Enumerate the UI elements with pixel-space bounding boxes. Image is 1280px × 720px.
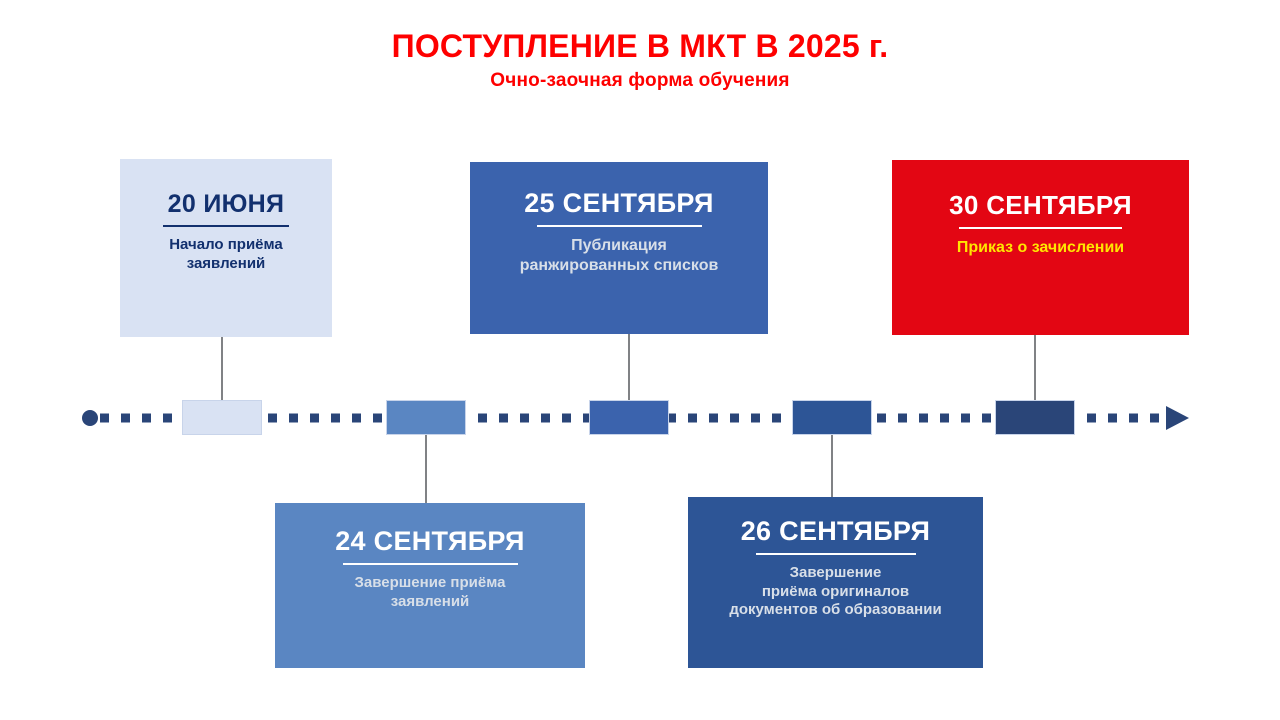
connector-card-5 — [831, 435, 833, 497]
end-arrow-icon — [1166, 406, 1189, 430]
milestone-divider — [755, 553, 916, 556]
page-subtitle: Очно-заочная форма обучения — [490, 69, 790, 91]
milestone-card-24-september[interactable]: 24 СЕНТЯБРЯ Завершение приёма заявлений — [275, 503, 585, 668]
timeline-marker-4[interactable] — [792, 400, 872, 435]
milestone-description: Завершение приёма оригиналов документов … — [729, 564, 942, 618]
milestone-date: 25 СЕНТЯБРЯ — [524, 188, 714, 218]
milestone-card-20-june[interactable]: 20 ИЮНЯ Начало приёма заявлений — [120, 159, 332, 337]
milestone-card-26-september[interactable]: 26 СЕНТЯБРЯ Завершение приёма оригиналов… — [688, 497, 983, 668]
milestone-divider — [342, 563, 518, 566]
connector-card-2 — [628, 334, 630, 402]
timeline-marker-2[interactable] — [386, 400, 466, 435]
milestone-date: 24 СЕНТЯБРЯ — [335, 526, 525, 556]
milestone-divider — [536, 225, 702, 228]
milestone-description: Приказ о зачислении — [956, 239, 1125, 257]
connector-card-1 — [221, 337, 223, 402]
milestone-card-25-september[interactable]: 25 СЕНТЯБРЯ Публикация ранжированных спи… — [470, 162, 768, 334]
milestone-date: 20 ИЮНЯ — [167, 190, 285, 218]
milestone-date: 30 СЕНТЯБРЯ — [949, 190, 1132, 220]
page-title: ПОСТУПЛЕНИЕ В МКТ В 2025 г. — [391, 28, 889, 64]
connector-card-4 — [425, 435, 427, 503]
milestone-description: Завершение приёма заявлений — [354, 574, 506, 610]
timeline-marker-3[interactable] — [589, 400, 669, 435]
timeline-start-dot — [82, 410, 98, 426]
milestone-divider — [959, 227, 1122, 230]
timeline-marker-5[interactable] — [995, 400, 1075, 435]
milestone-divider — [163, 225, 289, 228]
timeline-marker-1[interactable] — [182, 400, 262, 435]
milestone-card-30-september[interactable]: 30 СЕНТЯБРЯ Приказ о зачислении — [892, 160, 1189, 335]
milestone-date: 26 СЕНТЯБРЯ — [740, 516, 931, 546]
connector-card-3 — [1034, 335, 1036, 402]
milestone-description: Публикация ранжированных списков — [519, 237, 719, 274]
title-block: ПОСТУПЛЕНИЕ В МКТ В 2025 г. Очно-заочная… — [0, 28, 1280, 91]
milestone-description: Начало приёма заявлений — [169, 236, 283, 272]
